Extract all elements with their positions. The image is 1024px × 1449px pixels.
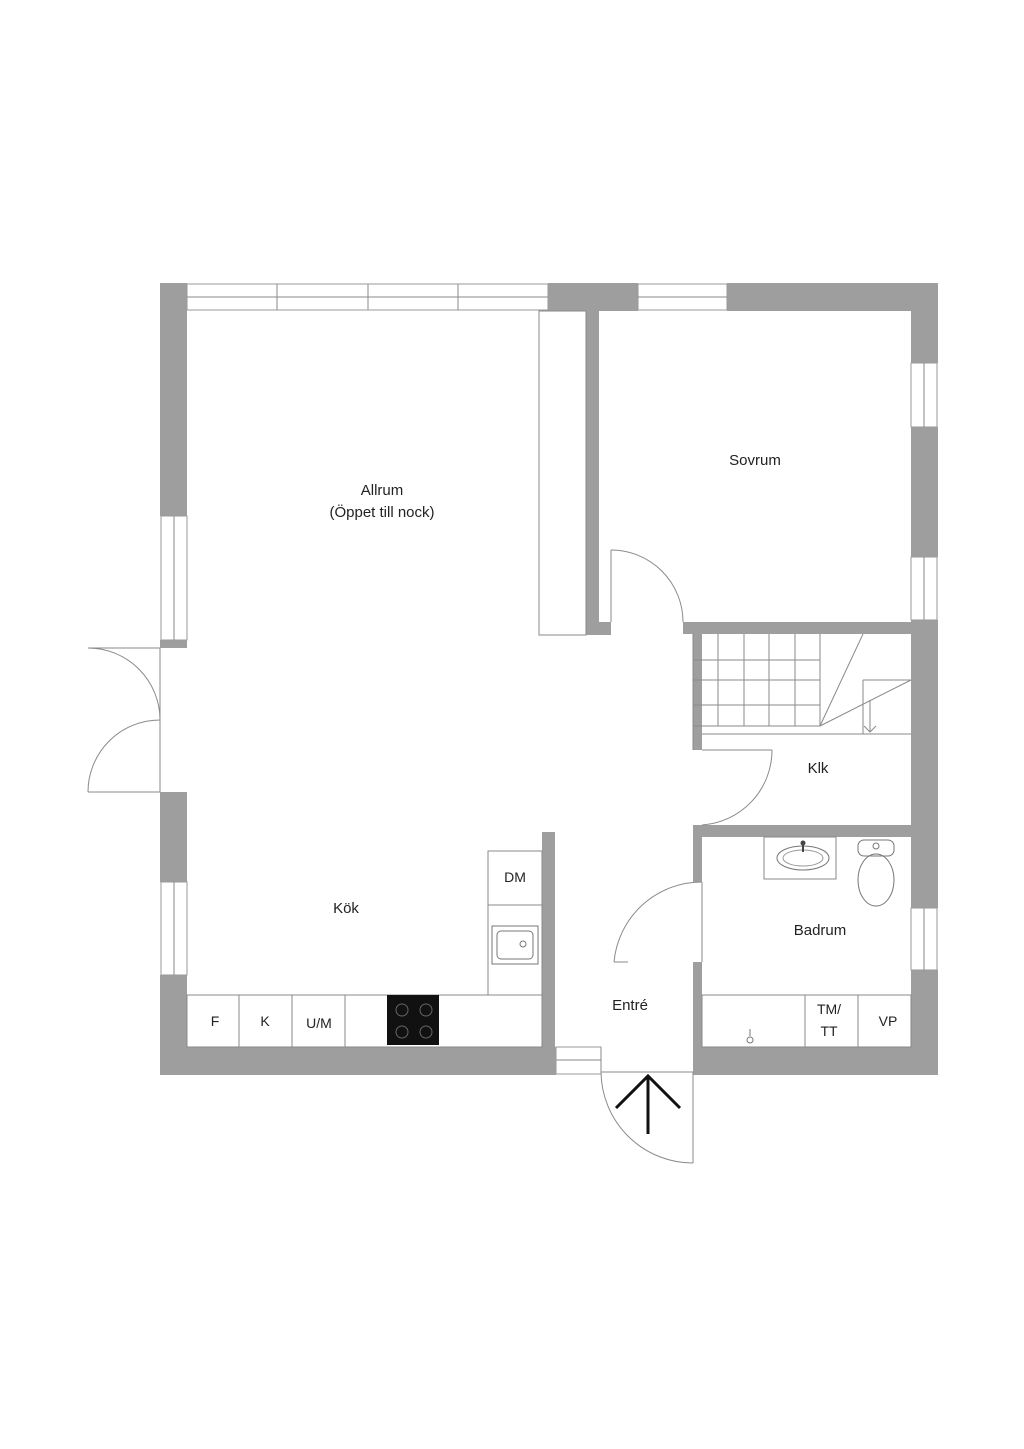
doors xyxy=(87,549,773,1164)
entry-arrow-icon xyxy=(614,1073,682,1134)
room-label-badrum: Badrum xyxy=(794,922,847,939)
appliance-label-tm: TM/ xyxy=(817,1001,841,1017)
appliance-label-um: U/M xyxy=(306,1015,332,1031)
toilet-icon xyxy=(857,839,895,907)
room-labels: Allrum (Öppet till nock) Sovrum Klk Kök … xyxy=(329,452,846,1014)
stairs xyxy=(692,633,912,750)
exterior-walls xyxy=(160,283,938,1075)
room-label-kok: Kök xyxy=(333,900,359,917)
bathroom-sink-icon xyxy=(763,836,837,880)
door-badrum xyxy=(613,881,703,963)
appliance-label-tt: TT xyxy=(820,1023,838,1039)
windows xyxy=(160,283,938,1075)
room-label-sovrum: Sovrum xyxy=(729,452,781,469)
appliance-label-vp: VP xyxy=(879,1013,898,1029)
door-left-double xyxy=(87,647,161,793)
room-label-klk: Klk xyxy=(808,760,829,777)
kitchen-counter xyxy=(186,850,543,1048)
appliance-label-dm: DM xyxy=(504,869,526,885)
interior-walls xyxy=(542,311,911,1047)
room-label-allrum-note: (Öppet till nock) xyxy=(329,503,434,521)
stove-icon xyxy=(387,995,439,1045)
kitchen-sink-icon xyxy=(491,925,539,965)
bathroom-counter xyxy=(701,994,912,1048)
appliance-labels: DM F K U/M TM/ TT VP xyxy=(211,869,898,1039)
door-entre xyxy=(600,1047,694,1164)
room-label-entre: Entré xyxy=(612,997,648,1014)
room-label-allrum: Allrum xyxy=(361,482,404,499)
door-sovrum xyxy=(610,549,684,623)
appliance-label-k: K xyxy=(260,1013,270,1029)
storage-allrum xyxy=(538,310,587,636)
appliance-label-f: F xyxy=(211,1013,220,1029)
door-klk xyxy=(701,749,773,826)
fixtures xyxy=(186,310,912,1048)
